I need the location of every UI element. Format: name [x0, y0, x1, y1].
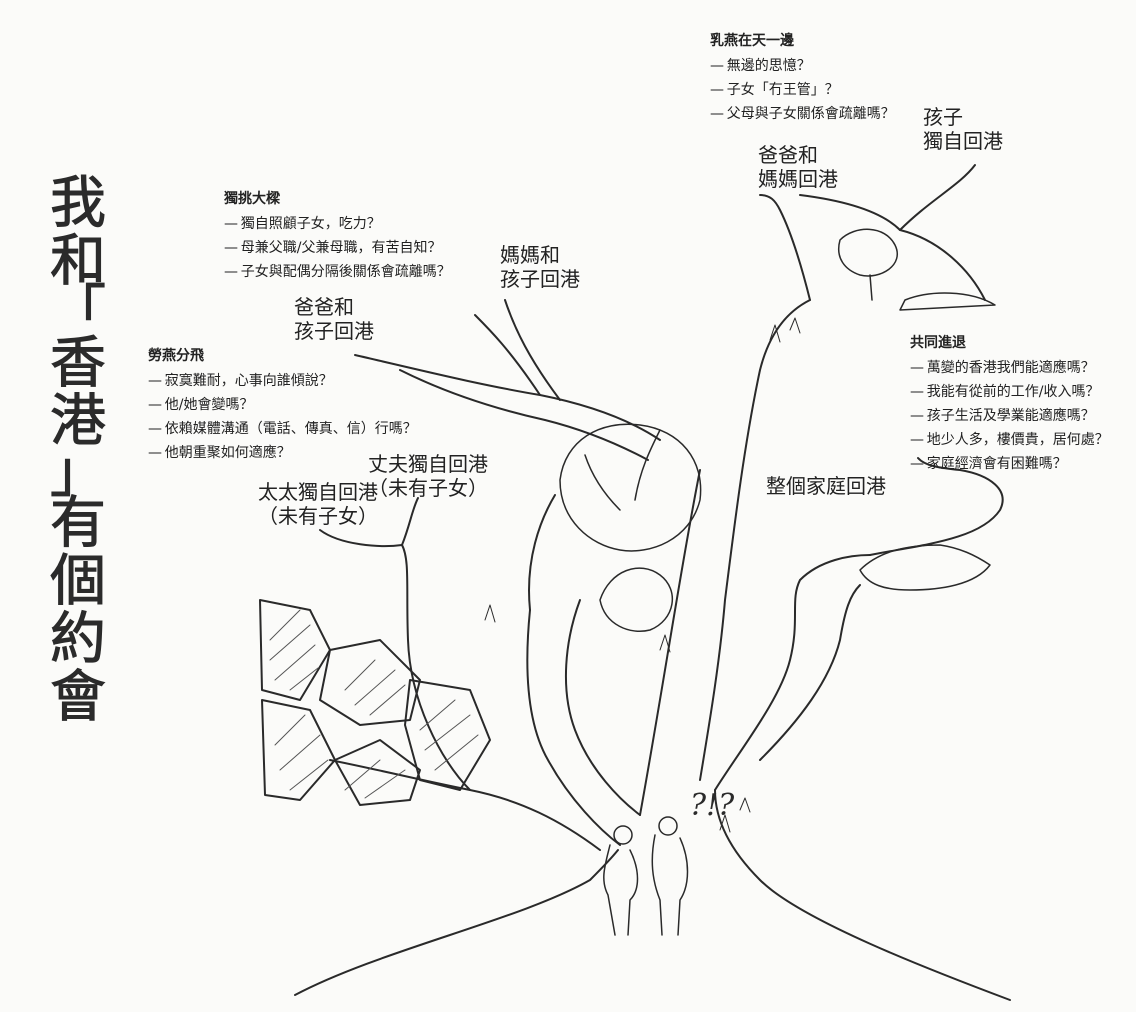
note-heading: 共同進退 — [910, 335, 966, 351]
note-item: 依賴媒體溝通（電話、傳真、信）行嗎？ — [148, 417, 417, 441]
title-char: 香 — [50, 331, 107, 396]
label-husband-alone: 丈夫獨自回港 （未有子女） — [368, 452, 488, 500]
husband-branch-left — [526, 609, 621, 846]
note-heading: 勞燕分飛 — [148, 348, 204, 364]
husband-branch-top — [528, 494, 556, 611]
title-char: 會 — [50, 665, 107, 730]
title-char: 約 — [50, 607, 107, 672]
title-char: 有 — [50, 491, 107, 556]
note-heading: 乳燕在天一邊 — [710, 33, 794, 49]
hedge — [859, 544, 991, 591]
parents-branch-b — [799, 194, 901, 231]
label-parents-back: 爸爸和 媽媽回港 — [758, 143, 838, 191]
note-chicks-abroad: 乳燕在天一邊 無邊的思憶？ 子女「冇王管」？ 父母與子女關係會疏離嗎？ — [710, 30, 895, 126]
note-item: 母兼父職/父兼母職，有苦自知？ — [224, 236, 451, 260]
rock-pile — [259, 599, 491, 806]
note-item: 無邊的思憶？ — [710, 54, 895, 78]
note-item: 他朝重聚如何適應？ — [148, 441, 417, 465]
question-marks: ?!? — [690, 788, 735, 823]
dad-kids-branch-b — [399, 369, 649, 461]
note-item: 我能有從前的工作/收入嗎？ — [910, 380, 1109, 404]
note-item: 他/她會變嗎？ — [148, 393, 417, 417]
mom-kids-branch — [474, 299, 561, 401]
note-item: 獨自照顧子女，吃力？ — [224, 212, 451, 236]
label-dad-kids: 爸爸和 孩子回港 — [294, 295, 374, 343]
vertical-title: 我和「香港」有個約會 — [38, 171, 118, 730]
main-road-left-edge — [294, 849, 619, 996]
label-wife-alone: 太太獨自回港 （未有子女） — [258, 480, 378, 528]
note-together: 共同進退 萬變的香港我們能適應嗎？ 我能有從前的工作/收入嗎？ 孩子生活及學業能… — [910, 332, 1109, 476]
label-mom-kids: 媽媽和 孩子回港 — [500, 243, 580, 291]
note-separation: 勞燕分飛 寂寞難耐，心事向誰傾說？ 他/她會變嗎？ 依賴媒體溝通（電話、傳真、信… — [148, 345, 417, 465]
kids-alone-branch — [899, 164, 986, 301]
note-item: 父母與子女關係會疏離嗎？ — [710, 102, 895, 126]
note-single-burden: 獨挑大樑 獨自照顧子女，吃力？ 母兼父職/父兼母職，有苦自知？ 子女與配偶分隔後… — [224, 188, 451, 284]
central-tree — [559, 423, 702, 632]
wife-branch-lower — [329, 759, 601, 851]
title-char: 港 — [50, 389, 107, 454]
note-item: 家庭經濟會有困難嗎？ — [910, 452, 1109, 476]
note-item: 孩子生活及學業能適應嗎？ — [910, 404, 1109, 428]
parents-branch-a — [759, 194, 811, 301]
label-kids-alone: 孩子 獨自回港 — [923, 105, 1003, 153]
mid-road-left — [639, 469, 701, 816]
title-char: 和 — [50, 229, 107, 294]
mid-road-right — [699, 299, 811, 781]
couple-figures — [603, 816, 689, 936]
grass-tufts — [484, 317, 801, 833]
wife-branch-tip — [401, 497, 419, 546]
note-heading: 獨挑大樑 — [224, 191, 280, 207]
whole-family-road-left — [714, 554, 871, 791]
title-char: 「 — [50, 280, 107, 345]
note-item: 萬變的香港我們能適應嗎？ — [910, 356, 1109, 380]
title-char: 個 — [50, 549, 107, 614]
whole-family-road-right — [759, 584, 861, 761]
title-char: 我 — [50, 171, 107, 236]
note-item: 子女「冇王管」？ — [710, 78, 895, 102]
note-item: 子女與配偶分隔後關係會疏離嗎？ — [224, 260, 451, 284]
rock-hatching — [269, 609, 479, 799]
note-item: 寂寞難耐，心事向誰傾說？ — [148, 369, 417, 393]
note-item: 地少人多，樓價貴，居何處？ — [910, 428, 1109, 452]
label-whole-family: 整個家庭回港 — [766, 474, 886, 498]
title-char: 」 — [50, 440, 107, 505]
main-road-right-edge — [714, 789, 1011, 1001]
hilltop-tree — [838, 228, 996, 311]
husband-branch-right — [564, 599, 641, 816]
wife-branch-top — [319, 529, 403, 548]
